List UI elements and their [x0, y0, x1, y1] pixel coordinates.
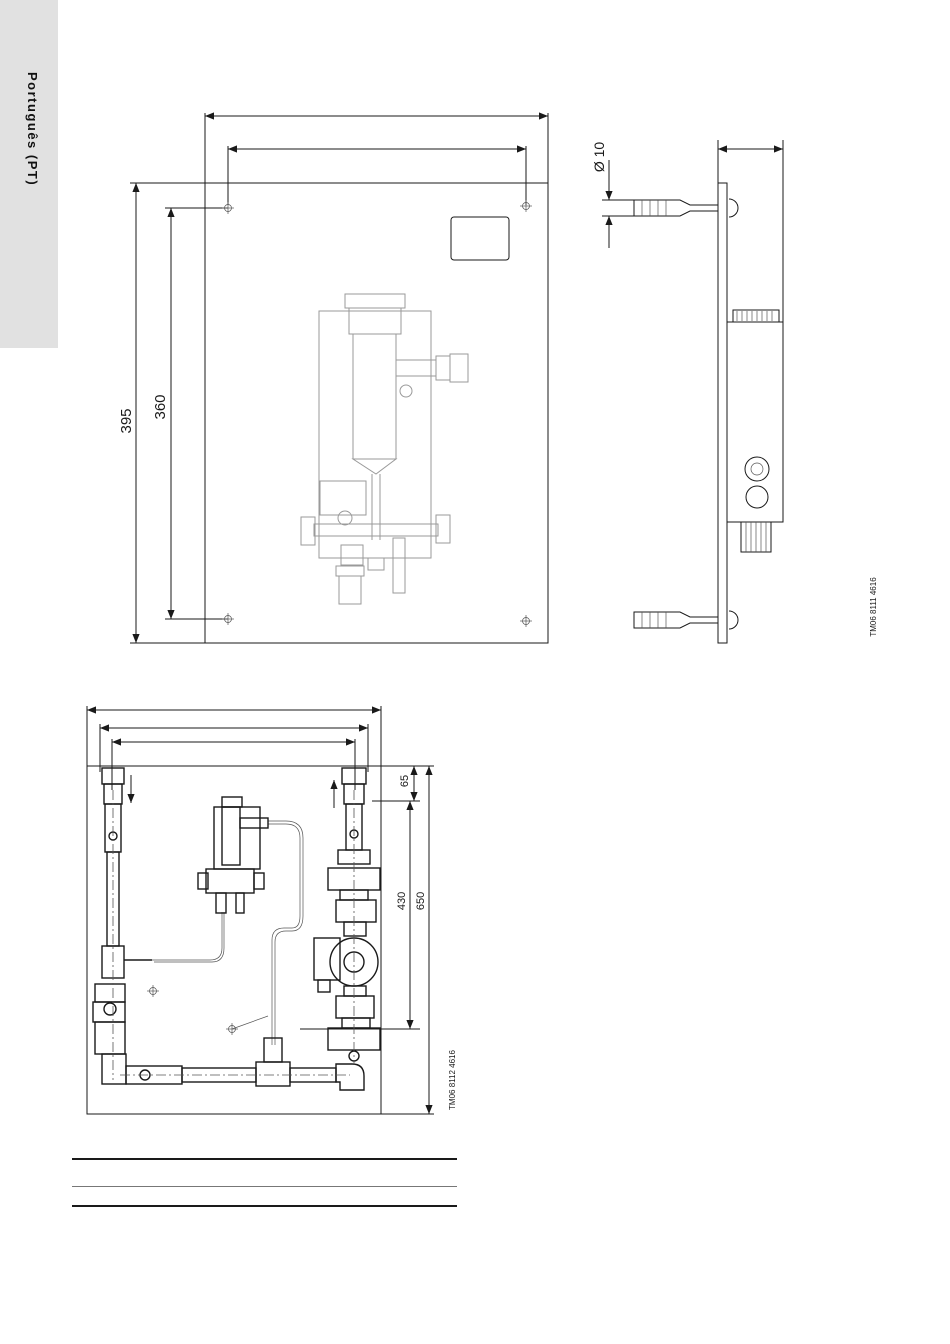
table-rule-top [72, 1158, 457, 1160]
dim-hole-diameter: Ø 10 [591, 142, 607, 173]
figure2-installation-view: 65 430 650 [87, 706, 457, 1114]
table-rule-bottom [72, 1205, 457, 1207]
figure1-code: TM06 8111 4616 [869, 577, 878, 637]
dim-395: 395 [118, 408, 135, 433]
dim-360: 360 [152, 394, 169, 419]
dim-65: 65 [399, 775, 411, 787]
dim-430: 430 [396, 892, 408, 910]
figure2-code: TM06 8112 4616 [448, 1050, 457, 1110]
figure1-front-view: 395 360 [118, 113, 548, 643]
table-rule-middle [72, 1186, 457, 1187]
dim-650: 650 [415, 892, 427, 910]
figure1-side-view: Ø 10 TM06 8111 4616 [591, 140, 878, 643]
